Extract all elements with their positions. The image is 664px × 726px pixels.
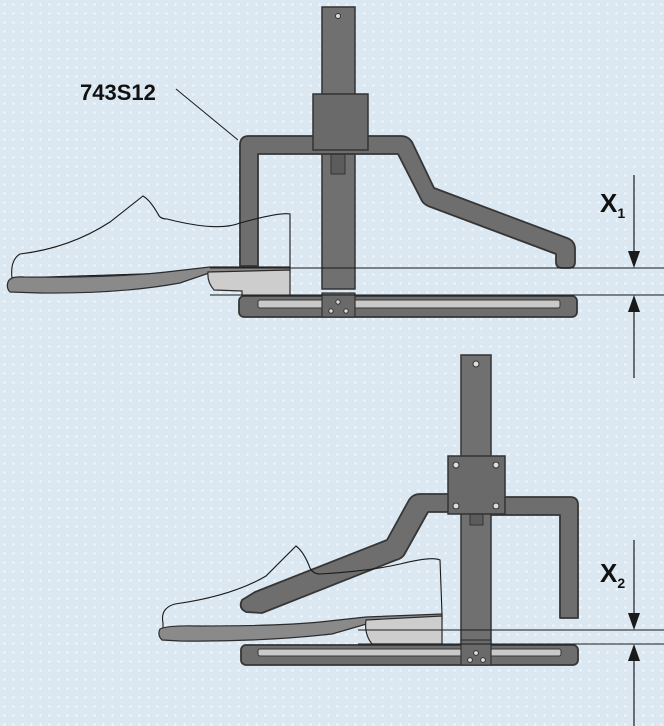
bottom-dimension-subscript: 2	[617, 575, 625, 591]
top-heel	[207, 269, 291, 297]
bottom-right-frame	[490, 496, 579, 619]
bottom-clamp-bolt	[452, 461, 460, 469]
top-base-inner-slot	[257, 299, 561, 309]
top-shoe-upper	[11, 195, 291, 279]
part-label-leader	[175, 88, 239, 141]
bottom-base-bolt	[480, 657, 486, 663]
top-upper-arm	[239, 135, 576, 269]
bottom-dim-arrow-up	[628, 644, 640, 661]
bottom-clamp-bolt	[492, 502, 500, 510]
top-dimension-label: X1	[600, 188, 625, 221]
bottom-column-hole	[472, 360, 480, 368]
top-base-bolt	[343, 308, 349, 314]
top-base-bolt	[335, 299, 341, 305]
bottom-base-bolt	[473, 650, 479, 656]
top-base-bolt	[328, 308, 334, 314]
top-clamp-block	[312, 93, 369, 151]
top-dim-arrow-down	[628, 251, 640, 268]
top-dimension-subscript: 1	[617, 205, 625, 221]
part-label: 743S12	[80, 80, 156, 105]
bottom-base-inner-slot	[257, 648, 562, 657]
top-base-hub	[321, 292, 356, 318]
bottom-base-bolt	[467, 657, 473, 663]
bottom-assembly: X2	[158, 354, 664, 726]
bottom-dimension-label: X2	[600, 558, 625, 591]
top-dimension-letter: X	[600, 188, 618, 218]
top-column-hole	[335, 13, 341, 19]
bottom-clamp-bolt	[492, 461, 500, 469]
bottom-shoe-upper	[161, 545, 443, 629]
bottom-clamp-bolt	[452, 502, 460, 510]
bottom-sloping-arm	[239, 493, 462, 614]
top-assembly: X1 743S12	[6, 6, 664, 378]
bottom-dimension-letter: X	[600, 558, 618, 588]
top-dim-arrow-up	[628, 295, 640, 312]
bottom-dim-arrow-down	[628, 613, 640, 630]
